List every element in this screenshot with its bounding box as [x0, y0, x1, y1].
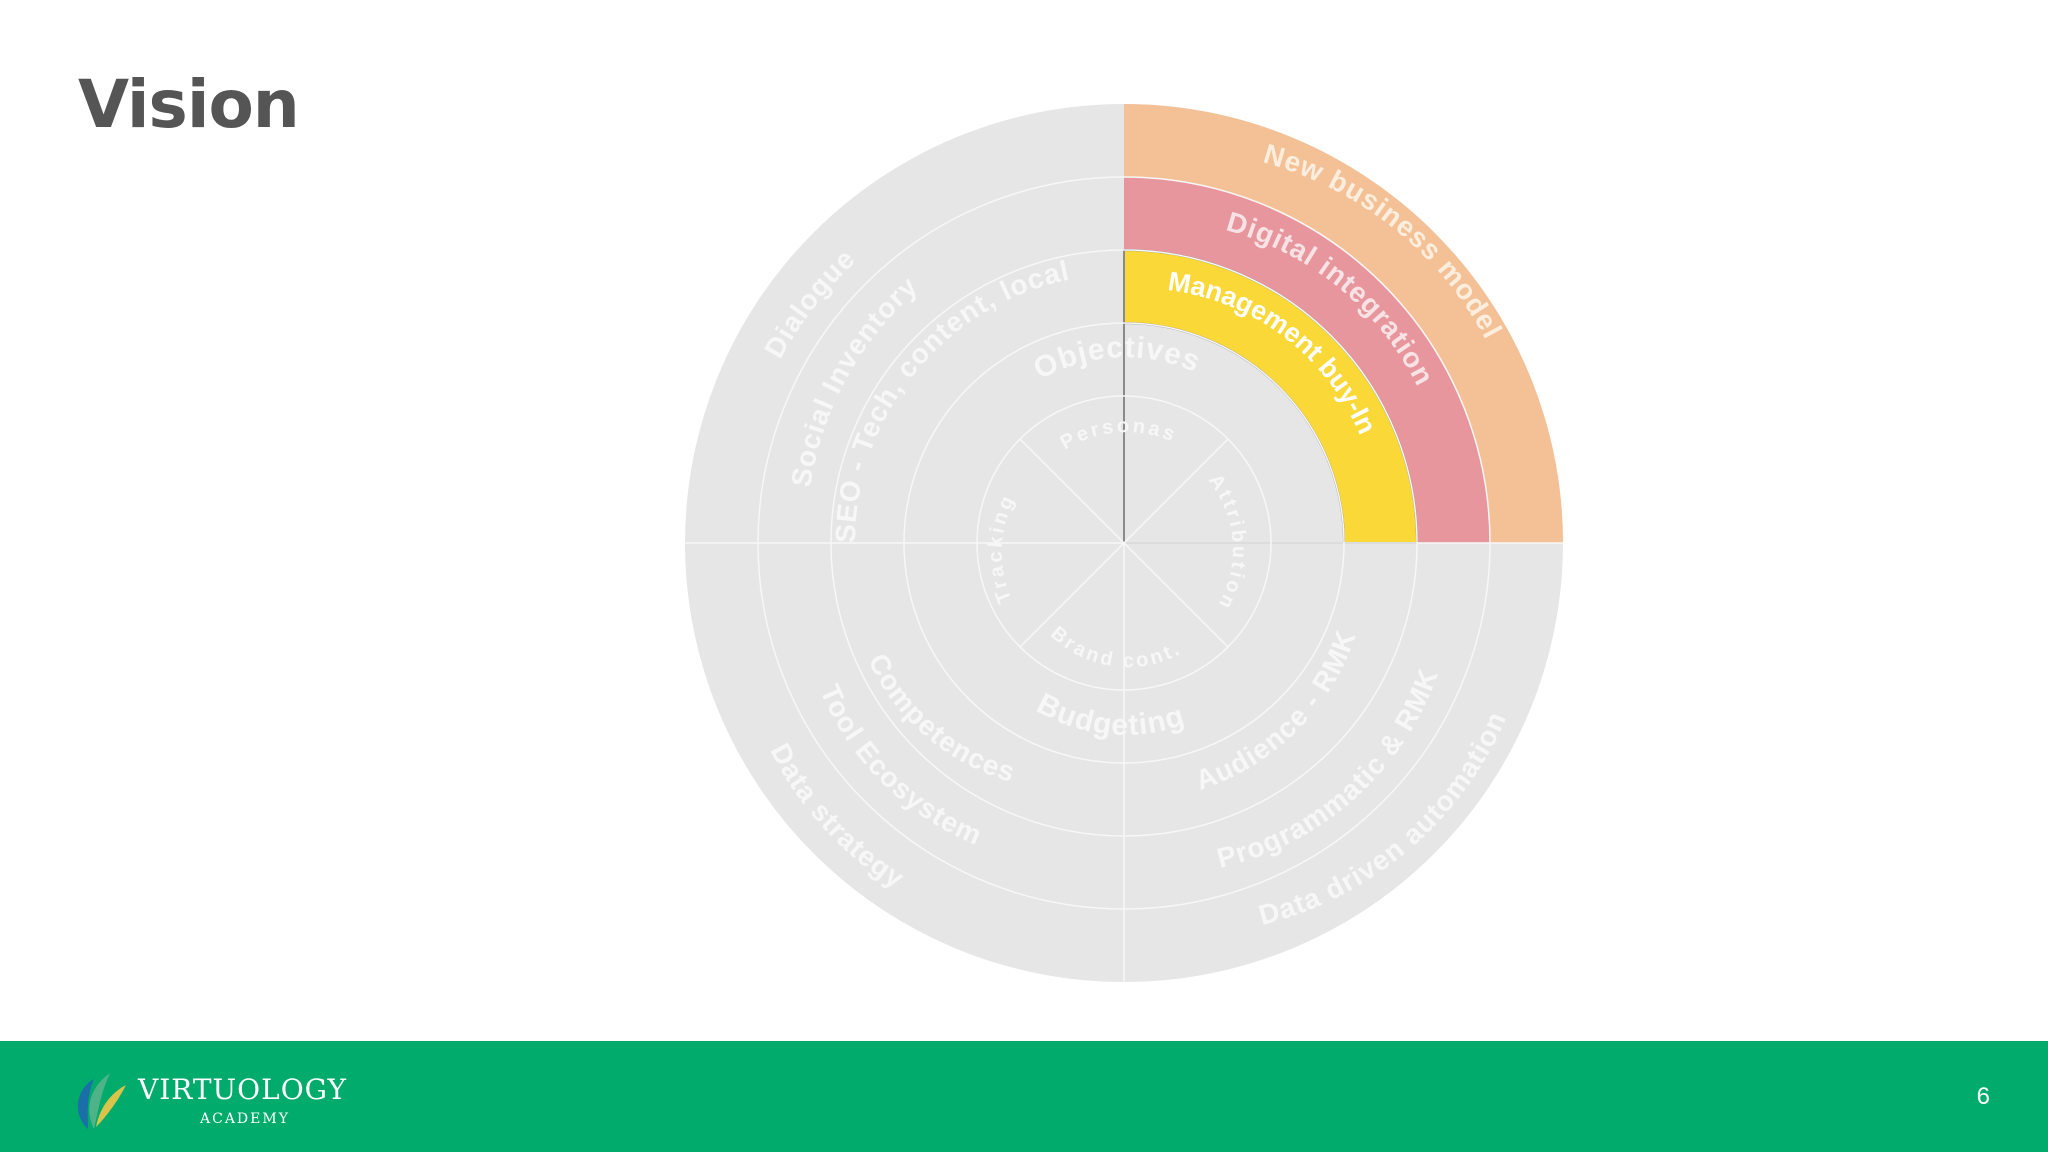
page-number: 6 [1976, 1083, 1990, 1110]
leaf-logo-icon [77, 1073, 126, 1129]
logo-name: VIRTUOLOGY [138, 1073, 348, 1106]
logo-subtitle: ACADEMY [200, 1111, 290, 1127]
ring-dividers [685, 176, 1563, 982]
wheel-rings [685, 104, 1563, 982]
slide-title: Vision [78, 66, 300, 143]
footer-bar: VIRTUOLOGY ACADEMY 6 [0, 1041, 2048, 1152]
vision-wheel-diagram: SEO - Tech, content, local Social Invent… [685, 104, 1563, 982]
virtuology-logo: VIRTUOLOGY ACADEMY [70, 1059, 370, 1139]
